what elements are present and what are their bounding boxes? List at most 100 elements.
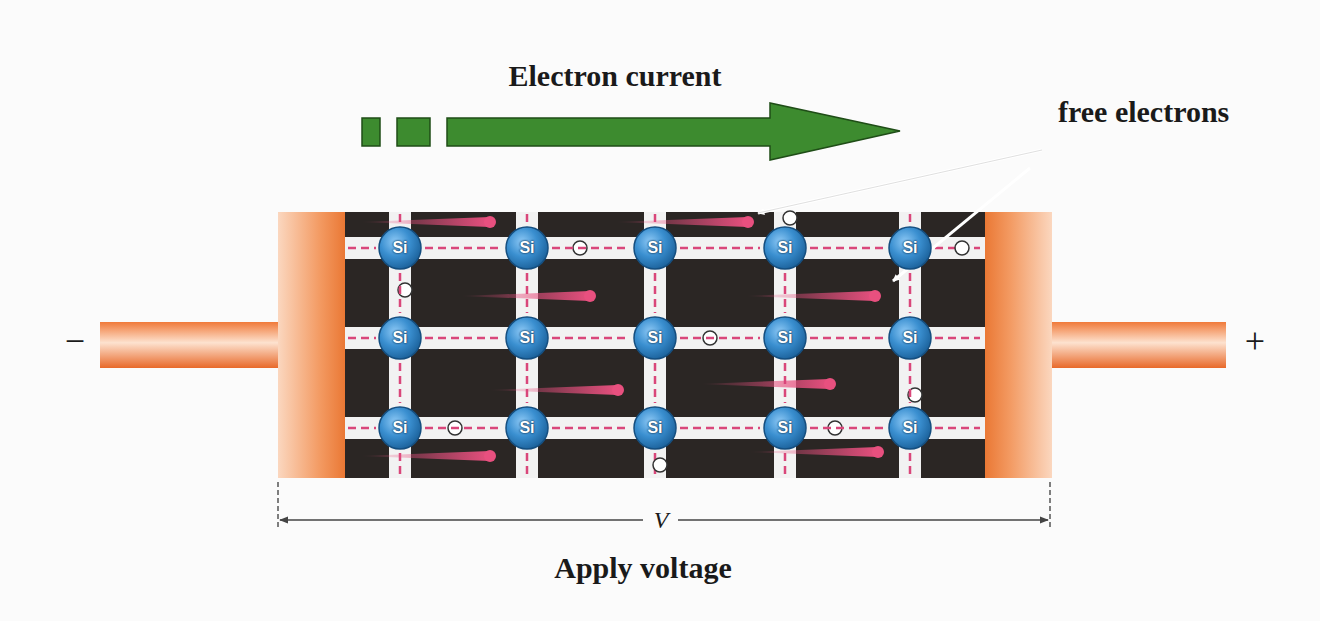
dimension-line [678, 519, 1048, 521]
covalent-bond [680, 427, 760, 430]
silicon-atom: Si [763, 316, 807, 360]
electron [484, 450, 496, 462]
covalent-bond [784, 273, 787, 313]
caption: Apply voltage [440, 548, 846, 588]
hole [573, 241, 587, 255]
element-symbol: Si [392, 420, 407, 436]
element-symbol: Si [519, 240, 534, 256]
bond-dash [348, 247, 376, 250]
current-arrow [447, 103, 900, 160]
atom-ball [634, 317, 676, 359]
element-symbol: Si [902, 330, 917, 346]
silicon-atom: Si [888, 406, 932, 450]
silicon-atom: Si [633, 226, 677, 270]
covalent-bond [680, 247, 760, 250]
element-symbol: Si [647, 420, 662, 436]
atom-ball [506, 227, 548, 269]
silicon-atom: Si [763, 406, 807, 450]
covalent-bond [425, 337, 502, 340]
holes [398, 211, 969, 472]
silicon-atom: Si [505, 406, 549, 450]
atom-ball [379, 317, 421, 359]
electron-tail [745, 291, 875, 301]
electron-tail [615, 217, 748, 227]
current-label: Electron current [400, 58, 830, 94]
covalent-bond [810, 427, 885, 430]
leader-line-edge [758, 150, 1042, 213]
element-symbol: Si [519, 420, 534, 436]
covalent-bond [810, 247, 885, 250]
covalent-bond [399, 363, 402, 403]
leader-line [758, 150, 1042, 213]
silicon-atom: Si [378, 406, 422, 450]
hole [703, 331, 717, 345]
electron [742, 216, 754, 228]
bond-dash [526, 453, 529, 476]
covalent-bond [810, 337, 885, 340]
covalent-bond [552, 337, 630, 340]
current-arrow-dash [362, 118, 380, 146]
element-symbol: Si [519, 330, 534, 346]
bond-dash [784, 453, 787, 476]
bond-dash [348, 337, 376, 340]
element-symbol: Si [777, 420, 792, 436]
end-cap [982, 212, 1052, 478]
hole [448, 421, 462, 435]
electron-tail [488, 385, 618, 395]
hole [653, 458, 667, 472]
negative-terminal: − [52, 320, 98, 363]
silicon-atom: Si [763, 226, 807, 270]
element-symbol: Si [392, 240, 407, 256]
end-cap [278, 212, 348, 478]
silicon-atom: Si [888, 226, 932, 270]
covalent-bond [654, 363, 657, 403]
covalent-bond [784, 363, 787, 403]
hole [828, 421, 842, 435]
atom-ball [506, 317, 548, 359]
atom-ball [379, 227, 421, 269]
edge-bond-dashes [348, 214, 980, 476]
bond-dash [935, 337, 980, 340]
hole [398, 283, 412, 297]
electron-tail [748, 447, 878, 457]
dimension-tick [1049, 482, 1051, 530]
silicon-atom: Si [505, 226, 549, 270]
covalent-bond [654, 273, 657, 313]
element-symbol: Si [392, 330, 407, 346]
current-arrow-dash [397, 118, 430, 146]
electron-tail [700, 379, 830, 389]
free-electrons-label: free electrons [1058, 88, 1246, 136]
electron [872, 446, 884, 458]
covalent-bond [425, 247, 502, 250]
atom-ball [634, 227, 676, 269]
atom-ball [889, 317, 931, 359]
bond-dash [909, 214, 912, 224]
covalent-bond [552, 427, 630, 430]
covalent-bond [526, 363, 529, 403]
element-symbol: Si [902, 240, 917, 256]
covalent-bond [399, 273, 402, 313]
bond-bands [345, 212, 985, 478]
electron [584, 290, 596, 302]
covalent-bond [526, 273, 529, 313]
atom-ball [506, 407, 548, 449]
lead-wire [100, 322, 280, 368]
atom-ball [379, 407, 421, 449]
covalent-bond [552, 247, 630, 250]
covalent-bond [425, 427, 502, 430]
free-electrons [360, 216, 884, 462]
positive-terminal: + [1232, 320, 1278, 363]
silicon-atom: Si [633, 406, 677, 450]
hole [783, 211, 797, 225]
electron-tail [460, 291, 590, 301]
electron-tail [360, 451, 490, 461]
element-symbol: Si [777, 330, 792, 346]
dimension-line [280, 519, 643, 521]
silicon-atom: Si [505, 316, 549, 360]
atom-ball [889, 227, 931, 269]
bond-dash [348, 427, 376, 430]
bond-dash [935, 427, 980, 430]
silicon-atom: Si [633, 316, 677, 360]
atom-ball [764, 317, 806, 359]
